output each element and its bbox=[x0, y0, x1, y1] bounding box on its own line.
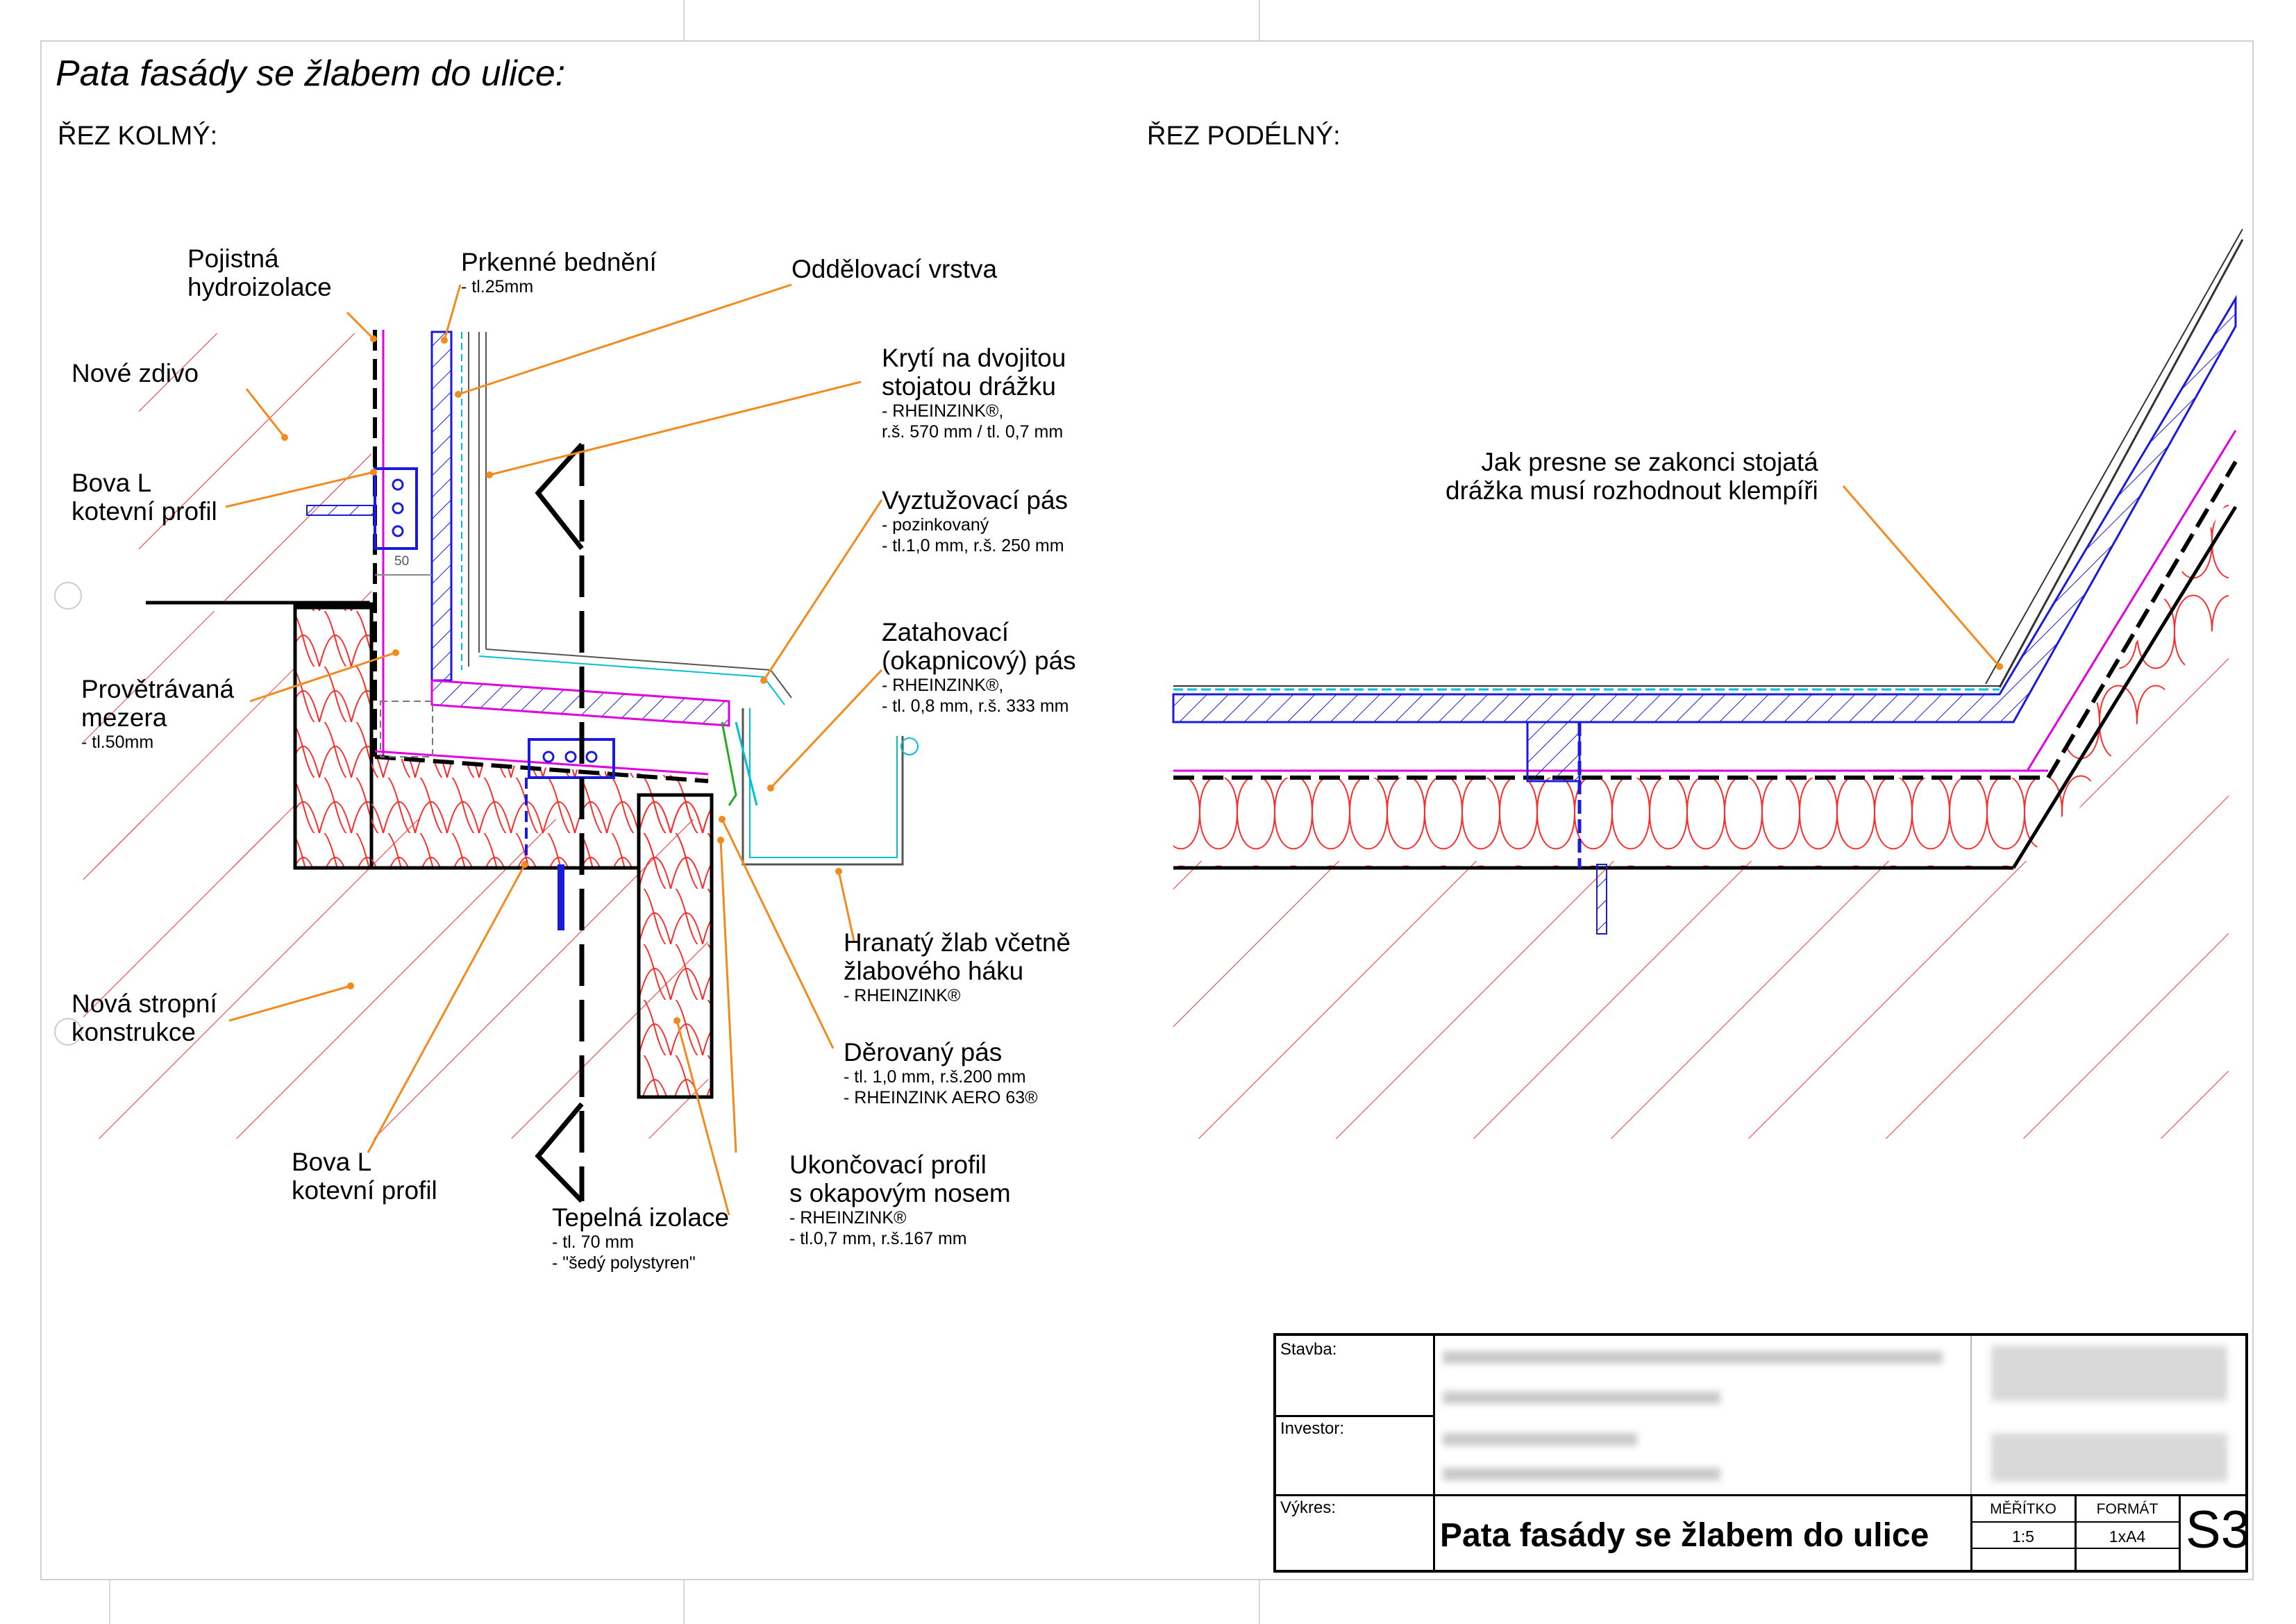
redacted-project bbox=[1443, 1351, 1943, 1364]
redacted-stamp-1 bbox=[1991, 1346, 2227, 1401]
label-derovany: Děrovaný pás - tl. 1,0 mm, r.š.200 mm - … bbox=[844, 1038, 1038, 1107]
dimension-50: 50 bbox=[394, 554, 410, 569]
redacted-stamp-2 bbox=[1991, 1433, 2227, 1482]
meritko-value: 1:5 bbox=[2012, 1527, 2034, 1546]
label-ukoncovaci: Ukončovací profil s okapovým nosem - RHE… bbox=[789, 1150, 1011, 1248]
label-hranaty: Hranatý žlab včetně žlabového háku - RHE… bbox=[844, 928, 1071, 1005]
ceiling-hatch bbox=[83, 819, 708, 1139]
label-provetravana: Provětrávaná mezera - tl.50mm bbox=[81, 675, 235, 752]
title-block: Stavba: Investor: Výkres: Pata fasády se… bbox=[1273, 1333, 2250, 1573]
investor-label: Investor: bbox=[1280, 1419, 1345, 1438]
redacted-investor-address bbox=[1443, 1468, 1720, 1480]
label-nove-zdivo: Nové zdivo bbox=[72, 359, 199, 387]
section-left-title: ŘEZ KOLMÝ: bbox=[58, 122, 218, 151]
label-tepelna: Tepelná izolace - tl. 70 mm - "šedý poly… bbox=[552, 1203, 730, 1273]
sheet-border bbox=[40, 40, 2254, 1580]
label-bova-top: Bova L kotevní profil bbox=[72, 469, 217, 526]
masonry-hatch bbox=[139, 333, 371, 601]
label-nova-stropni: Nová stropní konstrukce bbox=[72, 989, 217, 1046]
label-vyztuzovaci: Vyztužovací pás - pozinkovaný - tl.1,0 m… bbox=[882, 486, 1069, 555]
label-kryti: Krytí na dvojitou stojatou drážku - RHEI… bbox=[882, 344, 1066, 442]
meritko-label: MĚŘÍTKO bbox=[1990, 1501, 2056, 1517]
redacted-address bbox=[1443, 1391, 1720, 1404]
section-right-title: ŘEZ PODÉLNÝ: bbox=[1147, 122, 1341, 151]
stavba-label: Stavba: bbox=[1280, 1340, 1337, 1359]
label-bova-bottom: Bova L kotevní profil bbox=[292, 1148, 437, 1205]
vykres-label: Výkres: bbox=[1280, 1498, 1336, 1517]
label-pojistna: Pojistná hydroizolace bbox=[187, 244, 332, 301]
drawing-title: Pata fasády se žlabem do ulice: bbox=[56, 53, 566, 94]
label-jak-presne: Jak presne se zakonci stojatá drážka mus… bbox=[1446, 448, 1818, 505]
label-prkenne: Prkenné bednění - tl.25mm bbox=[461, 248, 657, 296]
drawing-title-block: Pata fasády se žlabem do ulice bbox=[1440, 1517, 1929, 1554]
sheet-number: S3 bbox=[2186, 1500, 2250, 1559]
insulation-bottom bbox=[371, 757, 708, 868]
format-label: FORMÁT bbox=[2096, 1501, 2159, 1517]
insulation-column bbox=[637, 793, 714, 1099]
label-zatahovaci: Zatahovací (okapnicový) pás - RHEINZINK®… bbox=[882, 618, 1076, 716]
redacted-investor bbox=[1443, 1433, 1637, 1446]
insulation-left bbox=[293, 602, 374, 870]
format-value: 1xA4 bbox=[2109, 1527, 2146, 1546]
label-oddelovaci: Oddělovací vrstva bbox=[791, 255, 998, 283]
